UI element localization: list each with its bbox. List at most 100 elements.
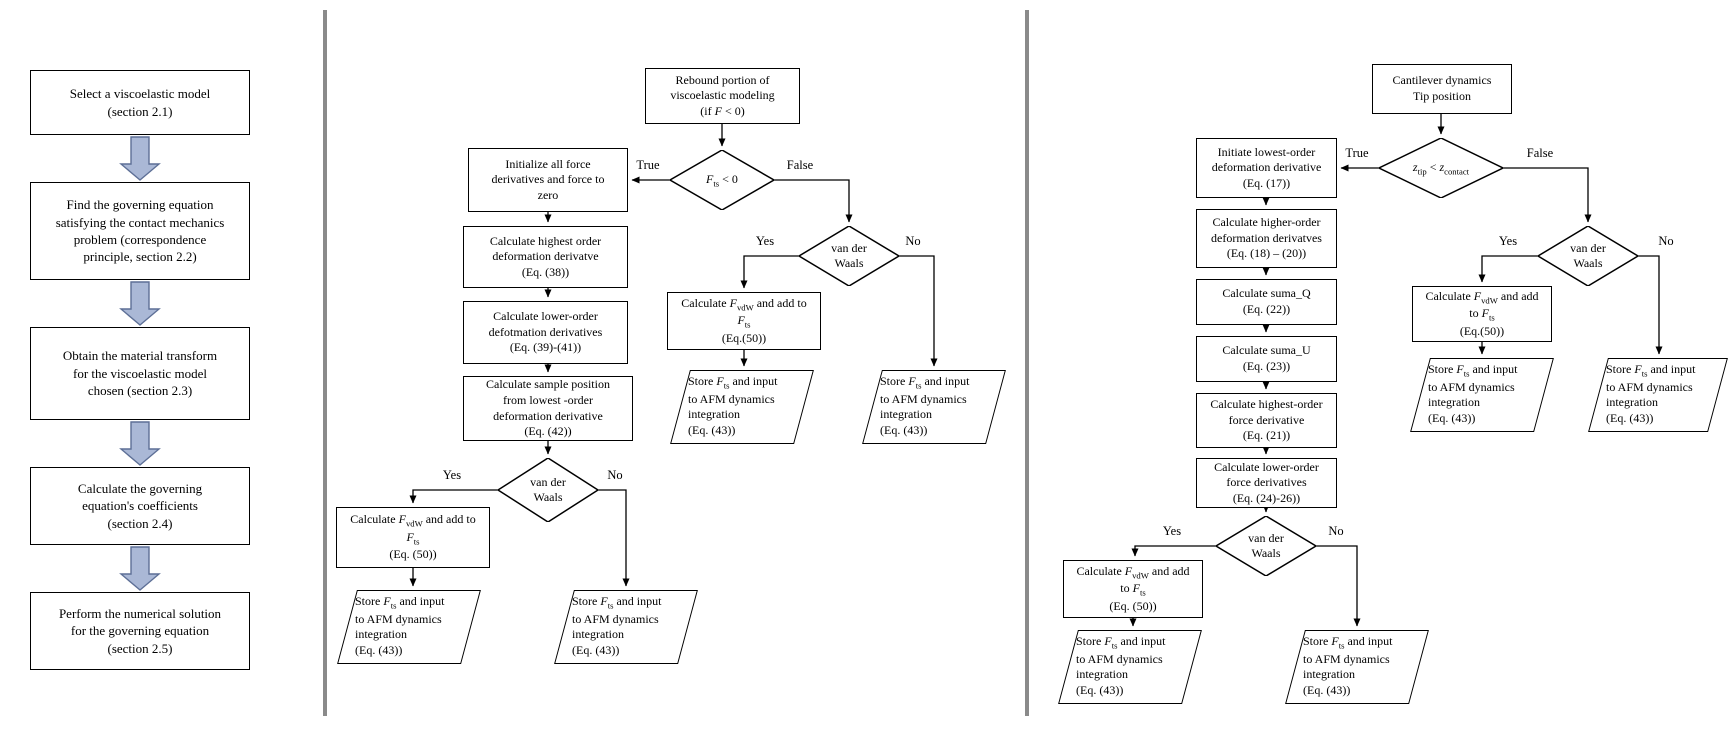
step-label: Find the governing equation satisfying t… — [55, 197, 225, 265]
p3-suma-u-box: Calculate suma_U (Eq. (23)) — [1196, 336, 1337, 382]
math-var: F — [1456, 362, 1464, 376]
p2-true-label: True — [636, 158, 660, 172]
p3-false-label: False — [1526, 146, 1554, 160]
p1-step-numerical-solution: Perform the numerical solution for the g… — [30, 592, 250, 670]
math-sub: tip — [1417, 165, 1427, 176]
p3-highest-force-box: Calculate highest-order force derivative… — [1196, 393, 1337, 448]
p2-yes-label-right: Yes — [755, 234, 775, 248]
store-line: Store Fts and input — [355, 594, 445, 611]
store-line: (Eq. (43)) — [1428, 410, 1476, 425]
store-line: Store Fts and input — [1076, 634, 1166, 651]
p2-edge-vdw2-no — [899, 255, 938, 367]
math-sub: ts — [1641, 368, 1648, 379]
box-label: Calculate lower-order defotmation deriva… — [488, 309, 603, 355]
store-line: integration — [688, 407, 740, 422]
store-line: integration — [572, 627, 624, 642]
store-line: to AFM dynamics — [688, 391, 775, 406]
math-sub: ts — [744, 319, 751, 330]
p3-calc-vdw-box-right: Calculate FvdW and add to Fts (Eq.(50)) — [1412, 286, 1552, 342]
calc-line: Calculate FvdW and add to — [681, 295, 807, 312]
store-line: integration — [1303, 667, 1355, 682]
p2-store-parallelogram-3: Store Fts and input to AFM dynamics inte… — [670, 370, 814, 444]
step-label: Select a viscoelastic model (section 2.1… — [69, 86, 211, 119]
math-sub: ts — [1463, 368, 1470, 379]
math-var: F — [383, 594, 391, 608]
p2-sample-position-box: Calculate sample position from lowest -o… — [463, 376, 633, 441]
store-line: (Eq. (43)) — [355, 642, 403, 657]
p2-calc-vdw-box-left: Calculate FvdW and add to Fts (Eq. (50)) — [336, 507, 490, 568]
math-sub: vdW — [1481, 294, 1498, 305]
math-sub: ts — [413, 536, 420, 547]
p2-vdw-diamond-left: van der Waals — [498, 458, 598, 522]
math-var: z — [1439, 159, 1445, 174]
p2-edge-false — [774, 179, 853, 223]
math-var: F — [706, 171, 714, 186]
p1-step-select-model: Select a viscoelastic model (section 2.1… — [30, 70, 250, 135]
box-label: Calculate lower-order force derivatives … — [1214, 459, 1319, 505]
p3-edge-false — [1503, 167, 1592, 223]
store-line: integration — [1076, 667, 1128, 682]
step-label: Obtain the material transform for the vi… — [62, 348, 218, 399]
p3-store-parallelogram-4: Store Fts and input to AFM dynamics inte… — [1588, 358, 1728, 432]
store-line: to AFM dynamics — [1303, 651, 1390, 666]
store-line: Store Fts and input — [1428, 362, 1518, 379]
p2-vdw-diamond-right: van der Waals — [799, 226, 899, 286]
math-var: F — [600, 594, 608, 608]
box-label: Calculate suma_U (Eq. (23)) — [1222, 343, 1311, 373]
p3-edge-vdw2-no — [1638, 255, 1663, 355]
store-line: integration — [1428, 395, 1480, 410]
store-line: to AFM dynamics — [1076, 651, 1163, 666]
p2-edge-vdw-no — [598, 489, 630, 587]
step-label: Calculate the governing equation's coeff… — [77, 480, 203, 531]
start-line: viscoelastic modeling — [670, 88, 775, 103]
start-line: (if F < 0) — [700, 103, 745, 118]
math-var: F — [1331, 634, 1339, 648]
p2-highest-order-box: Calculate highest order deformation deri… — [463, 226, 628, 288]
decision-label: ztip < zcontact — [1412, 159, 1470, 176]
down-block-arrow-1 — [119, 136, 161, 181]
math-sub: ts — [390, 600, 397, 611]
store-line: Store Fts and input — [1606, 362, 1696, 379]
store-line: to AFM dynamics — [1606, 379, 1693, 394]
store-line: (Eq. (43)) — [1606, 410, 1654, 425]
p3-start-box: Cantilever dynamics Tip position — [1372, 64, 1512, 114]
store-line: integration — [880, 407, 932, 422]
panel-divider-1 — [323, 10, 327, 716]
store-line: to AFM dynamics — [572, 611, 659, 626]
math-sub: ts — [607, 600, 614, 611]
p3-edge-vdw-no — [1316, 545, 1361, 627]
math-sub: ts — [1139, 587, 1146, 598]
math-var: F — [1104, 634, 1112, 648]
calc-line: Calculate FvdW and add — [1425, 288, 1539, 305]
p2-store-parallelogram-1: Store Fts and input to AFM dynamics inte… — [337, 590, 481, 664]
p3-true-label: True — [1345, 146, 1369, 160]
store-line: to AFM dynamics — [880, 391, 967, 406]
p2-store-parallelogram-4: Store Fts and input to AFM dynamics inte… — [862, 370, 1006, 444]
store-line: Store Fts and input — [1303, 634, 1393, 651]
p3-vdw-diamond-left: van der Waals — [1216, 516, 1316, 576]
math-var: F — [398, 512, 406, 527]
p2-edge-vdw2-yes — [740, 255, 799, 289]
p3-yes-label-left: Yes — [1162, 524, 1182, 538]
math-var: F — [716, 374, 724, 388]
box-label: Initialize all force derivatives and for… — [491, 156, 605, 202]
calc-line: to Fts — [1469, 306, 1495, 323]
p3-no-label-left: No — [1328, 524, 1344, 538]
p2-lower-order-box: Calculate lower-order defotmation deriva… — [463, 301, 628, 364]
calc-line: Fts — [406, 530, 419, 548]
decision-label: van der Waals — [1248, 531, 1284, 560]
p2-no-label-right: No — [905, 234, 921, 248]
down-block-arrow-3 — [119, 421, 161, 466]
calc-line: Calculate FvdW and add — [1076, 563, 1190, 580]
math-sub: ts — [1338, 640, 1345, 651]
box-label: Calculate highest order deformation deri… — [489, 233, 602, 279]
calc-line: (Eq.(50)) — [721, 330, 767, 345]
p2-edge-vdw-yes — [409, 489, 498, 504]
math-sub: vdW — [1132, 569, 1149, 580]
calc-line: Calculate FvdW and add to — [350, 512, 476, 529]
math-sub: vdW — [736, 301, 754, 312]
math-var: z — [1412, 159, 1418, 174]
math-sub: ts — [915, 380, 922, 391]
math-sub: ts — [723, 380, 730, 391]
